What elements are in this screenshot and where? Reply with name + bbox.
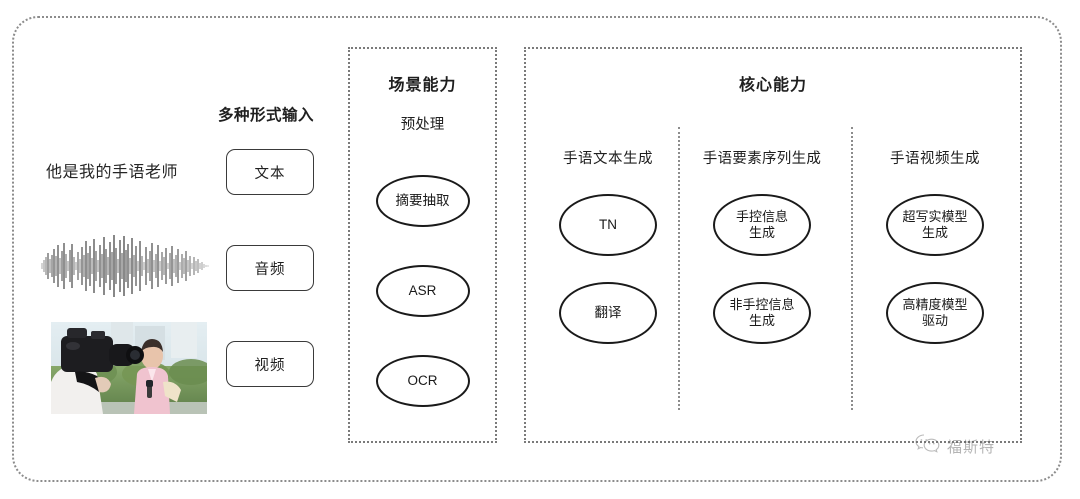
scene-panel-subtitle: 预处理: [400, 117, 445, 133]
node-label-line2: 驱动: [921, 313, 948, 328]
modality-chip-audio[interactable]: 音频: [226, 245, 314, 291]
node-label-line1: 翻译: [594, 304, 622, 320]
node-label-line2: 生成: [748, 225, 775, 240]
node-label-line2: 生成: [748, 313, 775, 328]
core-column-header: 手语要素序列生成: [702, 151, 822, 167]
core-panel-divider-1: [678, 127, 680, 410]
node-label-line1: 非手控信息: [729, 296, 795, 312]
node-label: 摘要抽取: [395, 192, 450, 208]
sample-text-value: 他是我的手语老师: [46, 164, 179, 181]
core-column-header: 手语视频生成: [890, 151, 980, 167]
core-node-manual-feature-generation[interactable]: 手控信息 生成: [713, 194, 811, 256]
scene-panel-title: 场景能力: [388, 77, 457, 94]
node-label-line1: 手控信息: [735, 208, 788, 224]
node-label-line2: 生成: [921, 225, 948, 240]
video-thumbnail: [51, 322, 207, 414]
core-column-sign-element-sequence-generation: 手语要素序列生成 手控信息 生成 非手控信息 生成: [686, 127, 838, 427]
node-label-line1: 超写实模型: [902, 208, 968, 224]
core-panel-divider-2: [851, 127, 853, 410]
node-label: ASR: [408, 282, 437, 298]
core-column-sign-text-generation: 手语文本生成 TN 翻译: [532, 127, 684, 427]
core-capability-panel: 核心能力 手语文本生成 TN 翻译 手语要素序列生成 手控信息: [524, 47, 1022, 443]
audio-waveform-icon: [38, 233, 210, 299]
core-node-non-manual-feature-generation[interactable]: 非手控信息 生成: [713, 282, 811, 344]
modality-chip-video[interactable]: 视频: [226, 341, 314, 387]
scene-node-asr[interactable]: ASR: [375, 265, 470, 317]
node-label: OCR: [407, 372, 438, 388]
core-column-sign-video-generation: 手语视频生成 超写实模型 生成 高精度模型 驱动: [859, 127, 1011, 427]
input-section-heading: 多种形式输入: [218, 107, 315, 124]
core-column-header: 手语文本生成: [563, 151, 653, 167]
core-node-high-precision-model-driving[interactable]: 高精度模型 驱动: [886, 282, 984, 344]
scene-node-summary[interactable]: 摘要抽取: [375, 175, 470, 227]
node-label-line1: 高精度模型: [902, 296, 968, 312]
watermark: 福斯特: [915, 434, 995, 459]
wechat-icon: [915, 434, 941, 459]
modality-chip-label: 文本: [254, 165, 286, 182]
modality-chip-label: 视频: [254, 357, 286, 374]
node-label-line1: TN: [599, 216, 617, 232]
outer-frame: [12, 16, 1062, 482]
core-node-photoreal-model-generation[interactable]: 超写实模型 生成: [886, 194, 984, 256]
core-node-tn[interactable]: TN: [559, 194, 657, 256]
core-panel-title: 核心能力: [738, 77, 807, 94]
core-node-translation[interactable]: 翻译: [559, 282, 657, 344]
modality-chip-text[interactable]: 文本: [226, 149, 314, 195]
scene-capability-panel: 场景能力 预处理 摘要抽取 ASR OCR: [348, 47, 497, 443]
modality-chip-label: 音频: [254, 261, 286, 278]
watermark-text: 福斯特: [947, 439, 996, 456]
scene-node-ocr[interactable]: OCR: [375, 355, 470, 407]
